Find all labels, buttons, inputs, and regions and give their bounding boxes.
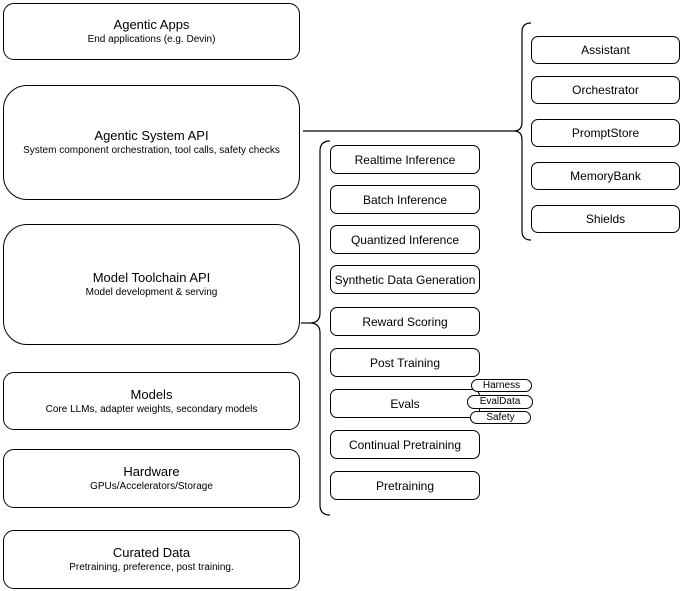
node-models: Models Core LLMs, adapter weights, secon… — [3, 372, 300, 430]
node-subtitle: End applications (e.g. Devin) — [87, 34, 216, 45]
node-orchestrator: Orchestrator — [531, 76, 680, 104]
tag-evaldata: EvalData — [467, 395, 533, 409]
node-label: Post Training — [369, 355, 441, 370]
node-curated-data: Curated Data Pretraining, preference, po… — [3, 530, 300, 589]
tag-label: Safety — [486, 411, 515, 423]
node-label: Pretraining — [375, 478, 435, 493]
node-subtitle: Pretraining, preference, post training. — [69, 562, 234, 573]
tag-safety: Safety — [470, 411, 531, 424]
node-subtitle: GPUs/Accelerators/Storage — [90, 481, 213, 492]
node-assistant: Assistant — [531, 36, 680, 64]
node-reward-scoring: Reward Scoring — [330, 307, 480, 336]
node-label: Orchestrator — [572, 83, 639, 97]
node-label: Continual Pretraining — [348, 437, 462, 452]
node-pretraining: Pretraining — [330, 471, 480, 500]
node-realtime-inference: Realtime Inference — [330, 145, 480, 174]
node-subtitle: Core LLMs, adapter weights, secondary mo… — [45, 403, 258, 415]
node-title: Model Toolchain API — [92, 270, 211, 285]
node-shields: Shields — [531, 205, 680, 233]
node-title: Models — [130, 386, 173, 402]
node-subtitle: Model development & serving — [85, 287, 218, 298]
node-label: Assistant — [581, 43, 630, 57]
node-subtitle: System component orchestration, tool cal… — [23, 145, 280, 156]
node-memorybank: MemoryBank — [531, 162, 680, 190]
node-title: Agentic System API — [94, 128, 209, 143]
tag-label: Harness — [482, 379, 521, 391]
node-label: Evals — [390, 396, 420, 411]
node-title: Agentic Apps — [113, 17, 190, 32]
node-title: Hardware — [123, 464, 180, 479]
tag-harness: Harness — [471, 379, 532, 392]
node-label: Synthetic Data Generation — [334, 272, 476, 287]
node-hardware: Hardware GPUs/Accelerators/Storage — [3, 449, 300, 508]
node-label: PromptStore — [571, 126, 640, 140]
node-quantized-inference: Quantized Inference — [330, 225, 480, 254]
node-model-toolchain-api: Model Toolchain API Model development & … — [3, 224, 300, 345]
node-post-training: Post Training — [330, 348, 480, 377]
node-label: Shields — [585, 212, 626, 226]
node-label: MemoryBank — [570, 169, 641, 183]
node-label: Batch Inference — [362, 192, 448, 207]
node-agentic-apps: Agentic Apps End applications (e.g. Devi… — [3, 3, 300, 60]
node-agentic-system-api: Agentic System API System component orch… — [3, 85, 300, 200]
node-evals: Evals — [330, 389, 480, 418]
node-continual-pretraining: Continual Pretraining — [330, 430, 480, 459]
node-label: Quantized Inference — [350, 232, 460, 247]
node-batch-inference: Batch Inference — [330, 185, 480, 214]
node-promptstore: PromptStore — [531, 119, 680, 147]
node-title: Curated Data — [112, 545, 191, 560]
tag-label: EvalData — [479, 396, 521, 407]
system-components-brace — [513, 22, 532, 241]
node-label: Reward Scoring — [362, 314, 448, 329]
toolchain-components-brace — [309, 140, 331, 516]
node-synthetic-data-generation: Synthetic Data Generation — [330, 265, 480, 294]
node-label: Realtime Inference — [354, 152, 456, 167]
